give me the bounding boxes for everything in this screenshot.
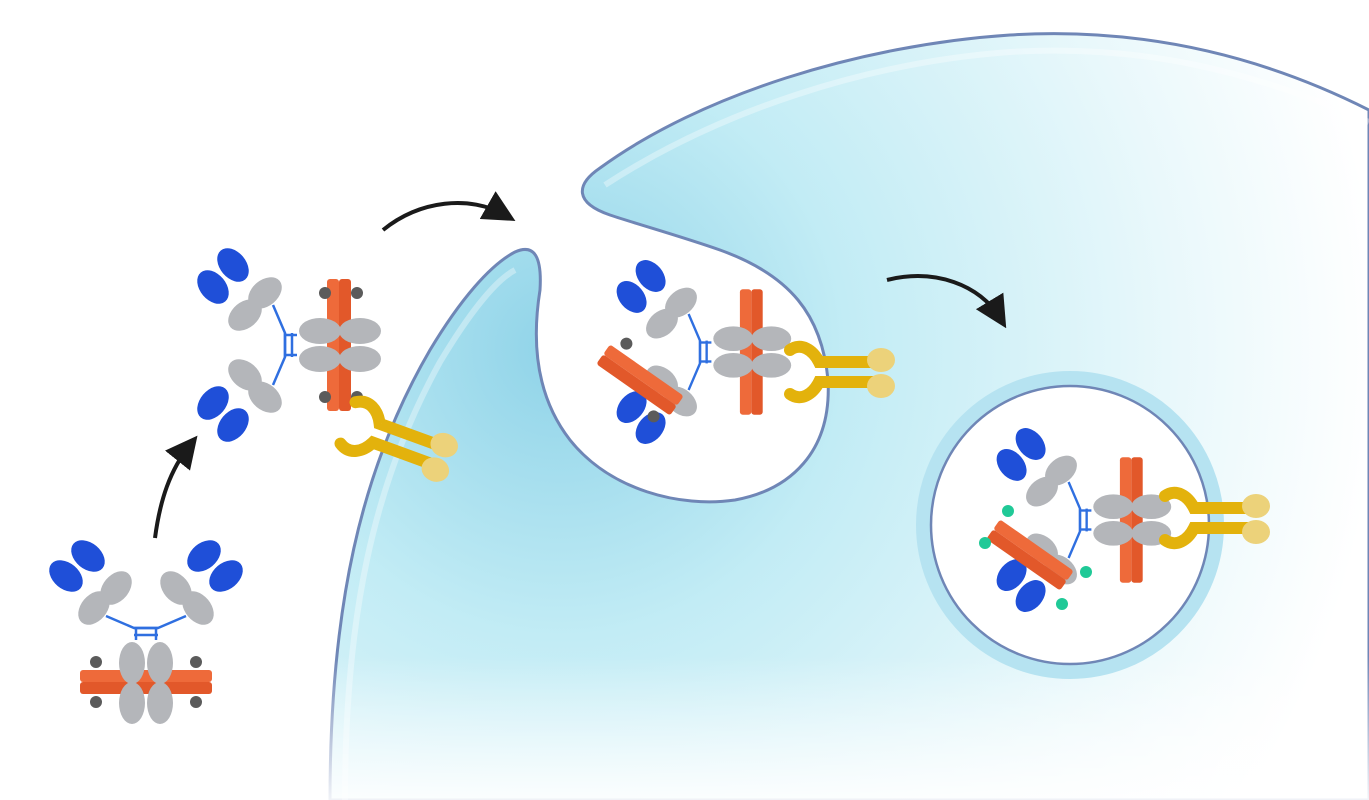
receptor-icon <box>334 395 458 482</box>
vesicle-icon <box>916 371 1224 679</box>
arrow-icon <box>886 274 1007 329</box>
payload-dot <box>979 537 991 549</box>
arrow-icon <box>381 191 516 232</box>
payload-dot <box>1056 598 1068 610</box>
payload-dot <box>1002 505 1014 517</box>
antibody-icon <box>41 532 251 726</box>
payload-dot <box>1080 566 1092 578</box>
receptor-icon <box>1159 486 1270 550</box>
receptor-icon <box>784 340 895 404</box>
arrow-icon <box>153 435 198 539</box>
fc-payload <box>597 337 683 423</box>
fc-payload-released <box>987 520 1073 590</box>
